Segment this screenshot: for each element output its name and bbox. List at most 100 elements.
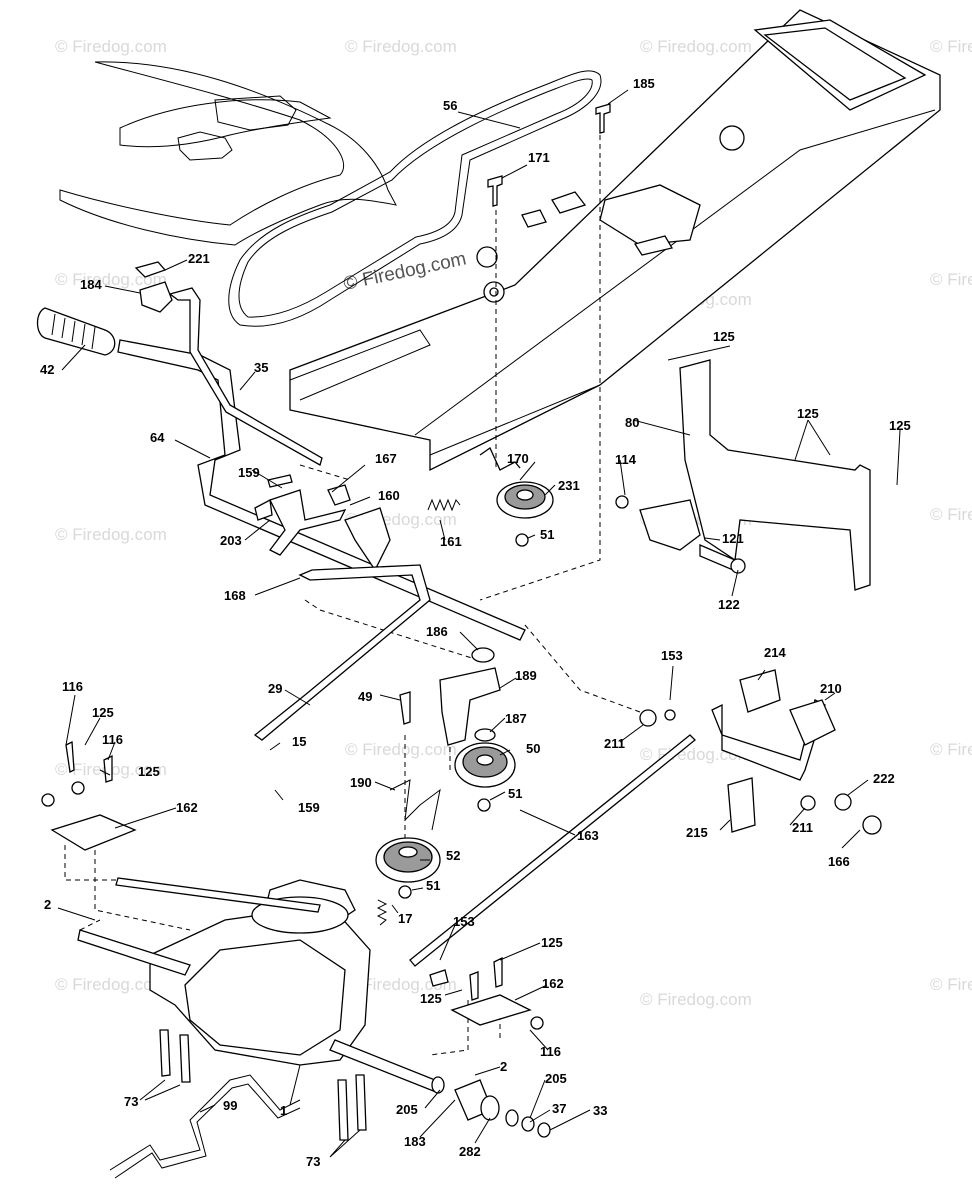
label-15: 15 xyxy=(292,734,306,749)
label-222: 222 xyxy=(873,771,895,786)
watermark: © Firedog.com xyxy=(640,37,752,56)
label-73: 73 xyxy=(306,1154,320,1169)
watermark: © Firedog.com xyxy=(55,975,167,994)
watermark: © Firedog.com xyxy=(55,37,167,56)
label-153: 153 xyxy=(661,648,683,663)
label-282: 282 xyxy=(459,1144,481,1159)
idler-bracket xyxy=(399,647,501,746)
label-210: 210 xyxy=(820,681,842,696)
label-215: 215 xyxy=(686,825,708,840)
label-153: 153 xyxy=(453,914,475,929)
label-221: 221 xyxy=(188,251,210,266)
label-125: 125 xyxy=(420,991,442,1006)
label-116: 116 xyxy=(540,1044,561,1059)
label-35: 35 xyxy=(254,360,268,375)
transaxle xyxy=(77,877,441,1141)
watermark: © Firedog.com xyxy=(930,740,972,759)
label-125: 125 xyxy=(713,329,735,344)
spring-161 xyxy=(427,498,461,512)
label-121: 121 xyxy=(722,531,744,546)
label-29: 29 xyxy=(268,681,282,696)
part-labels: 56 185 171 221 184 42 35 125 80 125 125 … xyxy=(40,76,911,1169)
label-184: 184 xyxy=(80,277,102,292)
label-37: 37 xyxy=(552,1101,566,1116)
tractor-frame xyxy=(289,9,941,472)
label-203: 203 xyxy=(220,533,242,548)
label-51: 51 xyxy=(426,878,440,893)
label-231: 231 xyxy=(558,478,580,493)
watermark: © Firedog.com xyxy=(930,505,972,524)
label-125: 125 xyxy=(92,705,114,720)
label-42: 42 xyxy=(40,362,54,377)
label-122: 122 xyxy=(718,597,740,612)
label-187: 187 xyxy=(505,711,527,726)
label-49: 49 xyxy=(358,689,372,704)
spring-190 xyxy=(389,779,441,831)
label-114: 114 xyxy=(615,452,637,467)
watermark: © Firedog.com xyxy=(345,37,457,56)
label-171: 171 xyxy=(528,150,550,165)
label-161: 161 xyxy=(440,534,462,549)
leader-lines xyxy=(57,89,901,1158)
watermark: © Firedog.com xyxy=(640,990,752,1009)
drive-belt xyxy=(228,70,602,327)
pulley-50 xyxy=(454,728,516,812)
bracket-162-right xyxy=(429,956,544,1030)
label-162: 162 xyxy=(176,800,198,815)
watermark: © Firedog.com xyxy=(345,740,457,759)
rod-163 xyxy=(409,734,696,967)
label-116: 116 xyxy=(102,732,123,747)
label-168: 168 xyxy=(224,588,246,603)
label-99: 99 xyxy=(223,1098,237,1113)
pedal-assembly xyxy=(639,669,882,835)
axle-hardware xyxy=(431,1076,551,1138)
pulley-231 xyxy=(479,447,554,547)
watermark: © Firedog.com xyxy=(55,525,167,544)
label-125: 125 xyxy=(889,418,911,433)
label-189: 189 xyxy=(515,668,537,683)
pulley-52 xyxy=(375,837,441,926)
label-214: 214 xyxy=(764,645,786,660)
watermark: © Firedog.com xyxy=(930,975,972,994)
center-watermark: © Firedog.com xyxy=(342,248,469,295)
label-211: 211 xyxy=(792,820,813,835)
control-linkage xyxy=(253,474,431,741)
watermark: © Firedog.com xyxy=(930,270,972,289)
label-80: 80 xyxy=(625,415,639,430)
label-186: 186 xyxy=(426,624,448,639)
label-170: 170 xyxy=(507,451,529,466)
watermark: © Firedog.com xyxy=(55,270,167,289)
label-73: 73 xyxy=(124,1094,138,1109)
label-159: 159 xyxy=(238,465,260,480)
watermark: © Firedog.com xyxy=(930,37,972,56)
label-205: 205 xyxy=(545,1071,567,1086)
label-125: 125 xyxy=(541,935,563,950)
label-159: 159 xyxy=(298,800,320,815)
label-51: 51 xyxy=(540,527,554,542)
bracket-162-left xyxy=(41,740,137,851)
label-190: 190 xyxy=(350,775,372,790)
label-185: 185 xyxy=(633,76,655,91)
label-166: 166 xyxy=(828,854,850,869)
bracket-80 xyxy=(615,359,871,591)
watermark: © Firedog.com xyxy=(345,975,457,994)
label-211: 211 xyxy=(604,736,625,751)
label-52: 52 xyxy=(446,848,460,863)
label-163: 163 xyxy=(577,828,599,843)
frame-bolts xyxy=(487,103,611,207)
label-64: 64 xyxy=(150,430,165,445)
label-1: 1 xyxy=(280,1103,287,1118)
fender-shape xyxy=(59,61,397,246)
label-125: 125 xyxy=(138,764,160,779)
label-125: 125 xyxy=(797,406,819,421)
label-160: 160 xyxy=(378,488,400,503)
label-205: 205 xyxy=(396,1102,418,1117)
label-17: 17 xyxy=(398,911,412,926)
label-50: 50 xyxy=(526,741,540,756)
label-56: 56 xyxy=(443,98,457,113)
label-2: 2 xyxy=(44,897,51,912)
label-2: 2 xyxy=(500,1059,507,1074)
label-162: 162 xyxy=(542,976,564,991)
